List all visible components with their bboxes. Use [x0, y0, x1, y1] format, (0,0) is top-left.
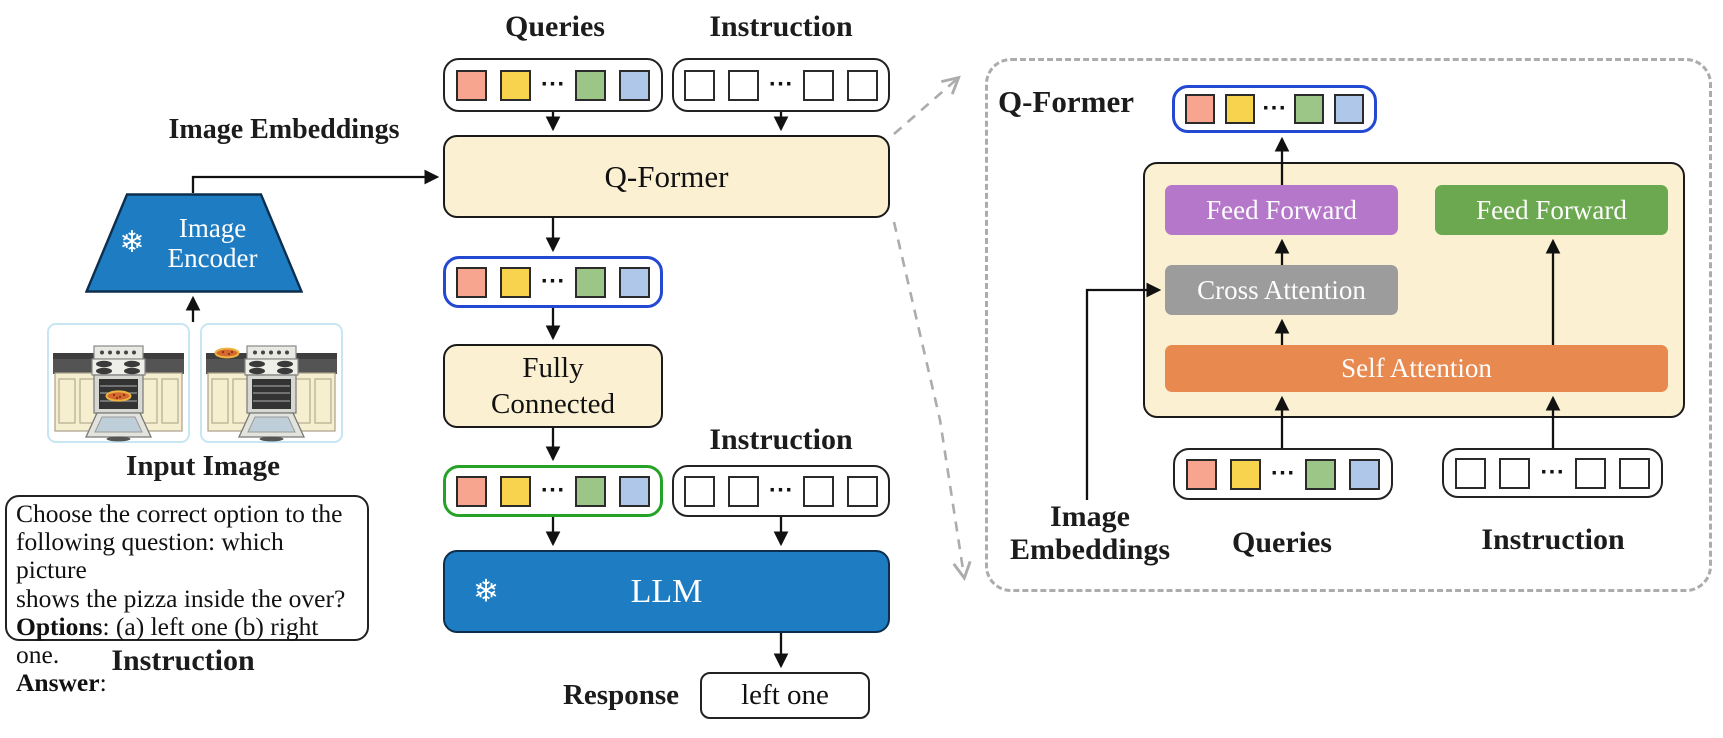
snowflake-icon: ❄ — [119, 225, 145, 260]
query-token-yellow — [499, 69, 531, 101]
ellipsis: ··· — [540, 270, 566, 292]
text-token — [727, 475, 759, 507]
text-token — [727, 69, 759, 101]
instruction-line: Answer: — [16, 668, 107, 698]
query-token-blue — [1349, 458, 1381, 490]
token-blue — [1333, 94, 1364, 124]
text-token — [1618, 457, 1650, 489]
query-token-yellow — [1229, 458, 1261, 490]
text-token — [847, 69, 879, 101]
instruction-line: Choose the correct option to the — [16, 499, 343, 528]
response-box: left one — [700, 672, 870, 719]
query-token-blue — [619, 69, 651, 101]
qformer-detail-title: Q-Former — [998, 84, 1134, 119]
input-image-label: Input Image — [126, 450, 280, 482]
token-salmon — [455, 266, 487, 298]
image-encoder-label: Image Encoder — [167, 213, 258, 273]
response-label: Response — [562, 679, 679, 711]
feed-forward-right-box: Feed Forward — [1435, 185, 1668, 235]
instruction-line: shows the pizza inside the over? — [16, 583, 346, 613]
text-token — [803, 475, 835, 507]
instruction-line: Options: (a) left one (b) right one. — [16, 611, 319, 670]
token-green — [1293, 94, 1324, 124]
ellipsis: ··· — [1540, 461, 1565, 483]
token-salmon — [1185, 94, 1216, 124]
ellipsis: ··· — [1262, 97, 1287, 119]
query-token-salmon — [455, 69, 487, 101]
qformer-detail-panel — [985, 58, 1712, 592]
ellipsis: ··· — [540, 479, 566, 501]
token-green — [575, 475, 607, 507]
image-encoder-shape — [84, 193, 304, 293]
instruction-label-bottom: Instruction — [111, 644, 255, 677]
instruction-label-top: Instruction — [709, 10, 853, 43]
ellipsis: ··· — [768, 73, 794, 95]
token-salmon — [455, 475, 487, 507]
queries-label-top: Queries — [505, 10, 605, 43]
input-image-left-oven — [47, 323, 190, 443]
text-token — [803, 69, 835, 101]
text-token — [683, 69, 715, 101]
instruction-tokens-detail: ··· — [1442, 448, 1663, 498]
qformer-output-tokens-detail: ··· — [1172, 85, 1377, 133]
image-encoder: ❄ Image Encoder — [84, 193, 304, 293]
instruction-tokens-top: ··· — [672, 58, 890, 112]
feed-forward-left-box: Feed Forward — [1165, 185, 1398, 235]
query-token-green — [1305, 458, 1337, 490]
queries-label-detail: Queries — [1232, 526, 1332, 559]
token-blue — [619, 266, 651, 298]
ellipsis: ··· — [540, 73, 566, 95]
instruction-line: following question: which picture — [16, 527, 284, 585]
image-embeddings-label-detail: Image Embeddings — [1009, 500, 1171, 566]
ellipsis: ··· — [1270, 462, 1296, 484]
instruction-label-detail: Instruction — [1481, 523, 1625, 556]
token-yellow — [499, 475, 531, 507]
instruction-text-box: Choose the correct option to the followi… — [5, 495, 369, 697]
token-blue — [619, 475, 651, 507]
instruction-label-mid: Instruction — [709, 423, 853, 456]
pizza-on-counter — [214, 347, 240, 359]
token-yellow — [1225, 94, 1256, 124]
text-token — [683, 475, 715, 507]
query-tokens-top: ··· — [443, 58, 663, 112]
query-token-salmon — [1185, 458, 1217, 490]
text-token — [1455, 457, 1487, 489]
projected-tokens: ··· — [443, 465, 663, 517]
token-green — [575, 266, 607, 298]
query-token-green — [575, 69, 607, 101]
token-yellow — [499, 266, 531, 298]
text-token — [847, 475, 879, 507]
qformer-box: Q-Former — [443, 135, 890, 218]
input-image-right-oven — [200, 323, 343, 443]
text-token — [1574, 457, 1606, 489]
pizza-in-oven — [105, 390, 132, 402]
cross-attention-box: Cross Attention — [1165, 265, 1398, 315]
fully-connected-box: Fully Connected — [443, 344, 663, 428]
snowflake-icon: ❄ — [473, 573, 499, 609]
text-token — [1499, 457, 1531, 489]
llm-label: LLM — [630, 572, 703, 610]
image-embeddings-label: Image Embeddings — [168, 114, 400, 145]
instruction-tokens-mid: ··· — [672, 465, 890, 517]
ellipsis: ··· — [768, 479, 794, 501]
qformer-output-tokens: ··· — [443, 256, 663, 308]
query-tokens-detail: ··· — [1173, 448, 1393, 500]
self-attention-box: Self Attention — [1165, 345, 1668, 392]
llm-box: ❄ LLM — [443, 550, 890, 633]
